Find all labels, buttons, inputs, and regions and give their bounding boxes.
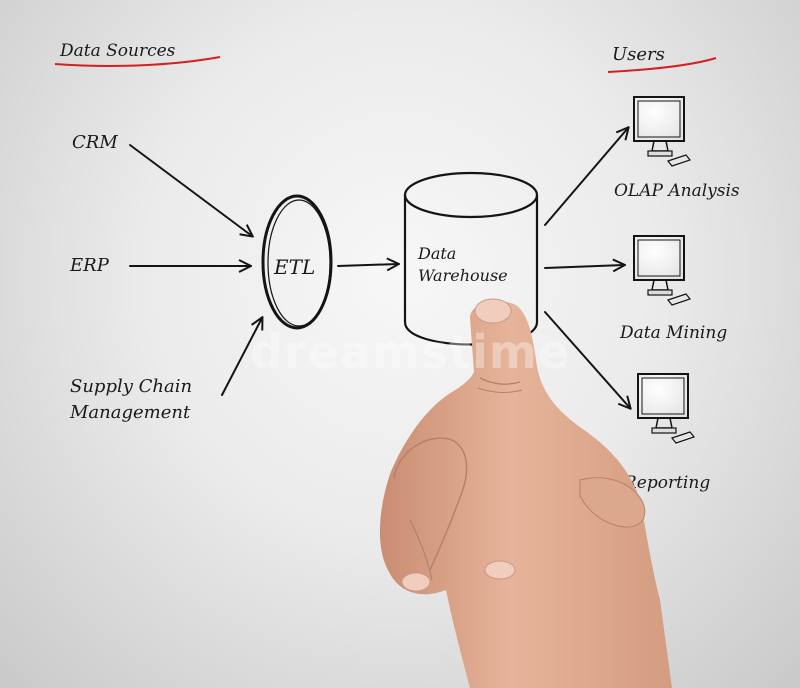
warehouse-label-line1: Data [417, 244, 456, 263]
pointing-hand-image [379, 298, 672, 688]
etl-ellipse [261, 194, 333, 330]
source-crm: CRM [72, 132, 118, 153]
arrow-scm-to-etl [221, 318, 262, 396]
computer-icon [633, 235, 692, 306]
source-erp: ERP [69, 255, 110, 276]
source-scm-line2: Management [69, 402, 191, 423]
users-underline [607, 57, 717, 73]
arrow-warehouse-to-mining [544, 265, 624, 268]
source-scm-line1: Supply Chain [70, 376, 192, 397]
output-olap-analysis: OLAP Analysis [614, 181, 740, 201]
users-heading: Users [612, 44, 665, 65]
warehouse-cylinder [403, 171, 539, 346]
warehouse-label-line2: Warehouse [418, 266, 508, 285]
etl-ellipse-inner [267, 199, 331, 327]
arrow-crm-to-etl [129, 144, 252, 236]
data-sources-heading: Data Sources [59, 41, 176, 61]
arrow-warehouse-to-reporting [544, 311, 630, 408]
arrow-warehouse-to-olap [544, 128, 628, 226]
data-sources-underline [54, 56, 221, 67]
computer-icon [633, 96, 692, 167]
arrow-etl-to-warehouse [337, 264, 398, 266]
output-data-mining: Data Mining [619, 323, 727, 343]
etl-label: ETL [273, 255, 315, 279]
computer-icon [637, 373, 696, 444]
output-reporting: Reporting [623, 473, 710, 493]
